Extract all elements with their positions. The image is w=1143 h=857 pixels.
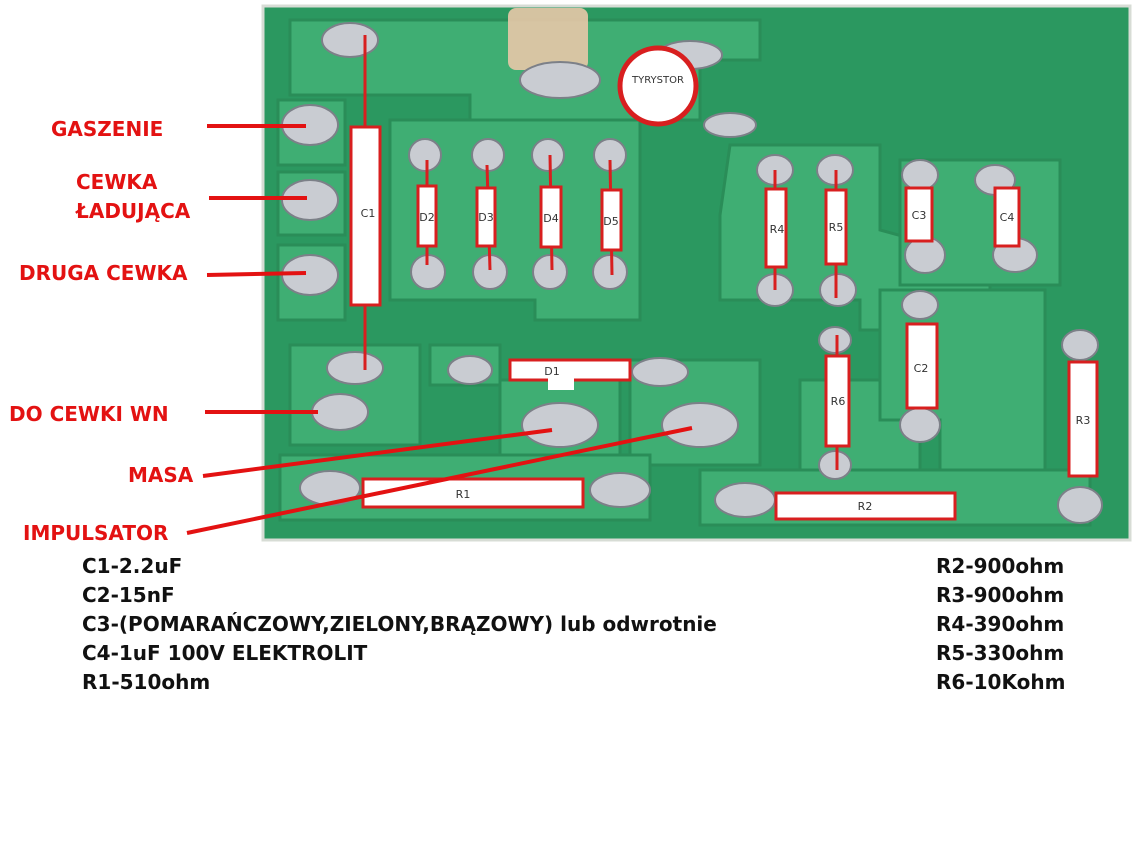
r5-label: R5 (829, 221, 844, 234)
r6-label: R6 (831, 395, 846, 408)
r3-label: R3 (1076, 414, 1091, 427)
r6-body (824, 354, 851, 448)
r5-body (824, 188, 848, 266)
label-do-cewki-wn: DO CEWKI WN (9, 402, 169, 426)
thyristor-marker (617, 45, 699, 127)
d3-body (475, 186, 497, 248)
label-masa: MASA (128, 463, 194, 487)
c2-label: C2 (914, 362, 929, 375)
spec-item: R5-330ohm (936, 641, 1065, 665)
r4-body (764, 187, 788, 269)
d1-body (508, 358, 632, 382)
r2-label: R2 (858, 500, 873, 513)
spec-list-left: C1-2.2uF C2-15nF C3-(POMARAŃCZOWY,ZIELON… (82, 552, 717, 697)
spec-list-right: R2-900ohm R3-900ohm R4-390ohm R5-330ohm … (936, 552, 1065, 697)
c2-body (905, 322, 939, 410)
label-impulsator: IMPULSATOR (23, 521, 169, 545)
pcb-diagram: TYRYSTOR C1 D2 D3 D4 D5 R4 R5 C3 C4 D1 R… (186, 4, 1132, 542)
d5-label: D5 (603, 215, 618, 228)
spec-item: R2-900ohm (936, 554, 1065, 578)
c1-body (349, 125, 382, 307)
c4-label: C4 (1000, 211, 1015, 224)
thyristor-label: TYRYSTOR (631, 75, 684, 86)
label-druga-cewka: DRUGA CEWKA (19, 261, 188, 285)
spec-item: C4-1uF 100V ELEKTROLIT (82, 641, 368, 665)
label-cewka-line1: CEWKA (76, 170, 158, 194)
d2-label: D2 (419, 211, 434, 224)
spec-item: R6-10Kohm (936, 670, 1066, 694)
spec-item: C1-2.2uF (82, 554, 183, 578)
r1-label: R1 (456, 488, 471, 501)
c4-body (993, 186, 1021, 248)
d5-body (600, 188, 623, 252)
label-gaszenie: GASZENIE (51, 117, 164, 141)
d3-label: D3 (478, 211, 493, 224)
spec-item: R1-510ohm (82, 670, 211, 694)
r1-body (361, 477, 585, 509)
d4-body (539, 185, 563, 249)
r4-label: R4 (770, 223, 785, 236)
c3-label: C3 (912, 209, 927, 222)
c3-body (904, 186, 934, 243)
d4-label: D4 (543, 212, 558, 225)
spec-item: R3-900ohm (936, 583, 1065, 607)
spec-item: R4-390ohm (936, 612, 1065, 636)
label-cewka-line2: ŁADUJĄCA (76, 199, 191, 223)
d1-label: D1 (544, 365, 559, 378)
c1-label: C1 (361, 207, 376, 220)
annotation-lines (186, 124, 693, 535)
d2-body (416, 184, 438, 248)
solder-pads (281, 22, 1103, 524)
r2-body (774, 491, 957, 521)
r3-body (1067, 360, 1099, 478)
spec-item: C3-(POMARAŃCZOWY,ZIELONY,BRĄZOWY) lub od… (82, 612, 717, 636)
spec-item: C2-15nF (82, 583, 175, 607)
